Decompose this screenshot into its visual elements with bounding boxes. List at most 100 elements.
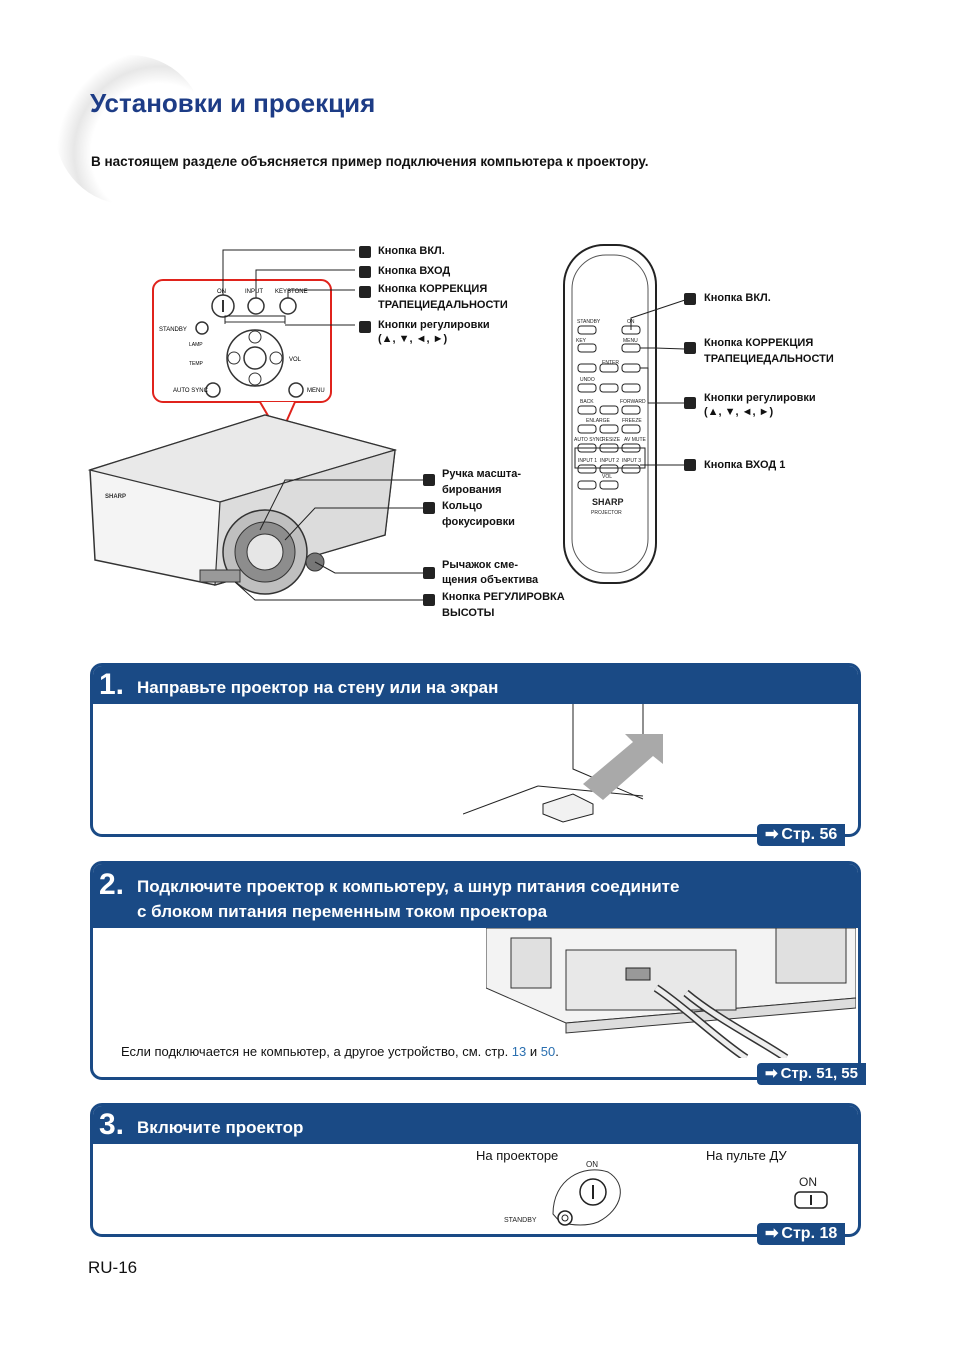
step-2-ref[interactable]: ➡Стр. 51, 55: [757, 1063, 866, 1085]
remote-label-keystone-2: ТРАПЕЦИЕДАЛЬНОСТИ: [704, 353, 834, 365]
remote-standby: STANDBY: [577, 319, 601, 325]
remote-menu: MENU: [623, 338, 638, 344]
label-on: Кнопка ВКЛ.: [378, 245, 445, 257]
label-adjust-2: (▲, ▼, ◄, ►): [378, 333, 448, 345]
remote-on-text: ON: [799, 1176, 817, 1189]
remote-bullet-on: [684, 293, 696, 305]
panel-menu-label: MENU: [307, 388, 325, 394]
label-keystone-2: ТРАПЕЦИЕДАЛЬНОСТИ: [378, 299, 508, 311]
remote-bullet-keystone: [684, 342, 696, 354]
step-3-ref-text: Стр. 18: [781, 1225, 838, 1242]
remote-brand: SHARP: [592, 497, 624, 507]
step-1-ref[interactable]: ➡Стр. 56: [757, 824, 846, 846]
step-3-section: 3. Включите проектор На проекторе На пул…: [90, 1103, 861, 1237]
intro-text: В настоящем разделе объясняется пример п…: [91, 154, 649, 169]
remote-resize: RESIZE: [602, 437, 621, 443]
remote-avmute: AV MUTE: [624, 437, 647, 443]
bullet-shift: [423, 567, 435, 579]
label-adjust-1: Кнопки регулировки: [378, 319, 490, 331]
step-2-note: Если подключается не компьютер, а другое…: [121, 1044, 559, 1059]
projector-power-buttons: ON STANDBY: [504, 1160, 621, 1226]
arrow-right-icon: ➡: [765, 1225, 779, 1242]
connection-illustration: [486, 928, 856, 1058]
label-shift-1: Рычажок сме-: [442, 559, 519, 571]
remote-label-adjust-2: (▲, ▼, ◄, ►): [704, 406, 774, 418]
step-3-header: 3. Включите проектор: [93, 1106, 858, 1144]
remote-input2: INPUT 2: [600, 458, 619, 464]
projector-illustration: ON INPUT KEYSTONE STANDBY LAMP TEMP VOL …: [87, 249, 425, 601]
step-1-ref-text: Стр. 56: [781, 826, 838, 843]
on-text: ON: [586, 1160, 598, 1169]
remote-vol: VOL: [602, 474, 612, 480]
note-prefix: Если подключается не компьютер, а другое…: [121, 1044, 512, 1059]
svg-text:SHARP: SHARP: [105, 494, 126, 500]
step-2-header: 2. Подключите проектор к компьютеру, а ш…: [93, 864, 858, 928]
step-2-section: 2. Подключите проектор к компьютеру, а ш…: [90, 861, 861, 1080]
remote-bullet-adjust: [684, 397, 696, 409]
on-projector-label: На проекторе: [476, 1148, 559, 1163]
note-link-13[interactable]: 13: [511, 1044, 527, 1059]
remote-freeze: FREEZE: [622, 418, 642, 424]
step-3-number: 3.: [99, 1108, 125, 1141]
panel-temp-label: TEMP: [189, 361, 204, 367]
remote-label-input1: Кнопка ВХОД 1: [704, 459, 786, 471]
step-1-section: 1. Направьте проектор на стену или на эк…: [90, 663, 861, 837]
step-2-title-line2: с блоком питания переменным током проект…: [137, 902, 548, 921]
note-mid: и: [526, 1044, 541, 1059]
step-1-number: 1.: [99, 668, 125, 701]
step-2-title-line1: Подключите проектор к компьютеру, а шнур…: [137, 877, 680, 896]
remote-model: PROJECTOR: [591, 510, 622, 516]
label-height-2: ВЫСОТЫ: [442, 607, 495, 619]
step-2-number: 2.: [99, 868, 125, 901]
bullet-input: [359, 266, 371, 278]
label-input: Кнопка ВХОД: [378, 265, 451, 277]
arrow-right-icon: ➡: [765, 1065, 778, 1082]
remote-undo: UNDO: [580, 377, 595, 383]
arrow-right-icon: ➡: [765, 826, 779, 843]
bullet-on: [359, 246, 371, 258]
panel-autosync-label: AUTO SYNC: [173, 388, 209, 394]
bullet-keystone: [359, 286, 371, 298]
panel-input-label: INPUT: [245, 289, 263, 295]
label-focus-1: Кольцо: [442, 500, 483, 512]
remote-bullet-input1: [684, 459, 696, 471]
label-zoom-2: бирования: [442, 484, 502, 496]
page-number: RU-16: [88, 1258, 138, 1277]
wall-screen-illustration: [463, 704, 663, 823]
remote-on-button: ON: [794, 1176, 828, 1209]
page-title: Установки и проекция: [90, 88, 376, 118]
step-1-title: Направьте проектор на стену или на экран: [137, 678, 499, 697]
remote-input3: INPUT 3: [622, 458, 641, 464]
remote-key: KEY: [576, 338, 587, 344]
title-decoration: [55, 55, 205, 205]
remote-forward: FORWARD: [620, 399, 646, 405]
step-3-title: Включите проектор: [137, 1118, 304, 1137]
bullet-adjust: [359, 321, 371, 333]
remote-label-on: Кнопка ВКЛ.: [704, 292, 771, 304]
standby-text: STANDBY: [504, 1217, 537, 1224]
bullet-zoom: [423, 474, 435, 486]
step-2-ref-text: Стр. 51, 55: [780, 1065, 858, 1082]
remote-back: BACK: [580, 399, 594, 405]
remote-enlarge: ENLARGE: [586, 418, 611, 424]
panel-on-label: ON: [217, 289, 226, 295]
label-keystone-1: Кнопка КОРРЕКЦИЯ: [378, 283, 488, 295]
note-suffix: .: [555, 1044, 559, 1059]
step-3-ref[interactable]: ➡Стр. 18: [757, 1223, 846, 1245]
note-link-50[interactable]: 50: [540, 1044, 556, 1059]
remote-autosync: AUTO SYNC: [574, 437, 603, 443]
label-focus-2: фокусировки: [442, 516, 515, 528]
label-shift-2: щения объектива: [442, 574, 539, 586]
label-height-1: Кнопка РЕГУЛИРОВКА: [442, 591, 565, 603]
bullet-focus: [423, 502, 435, 514]
panel-vol-label: VOL: [289, 357, 302, 363]
panel-lamp-label: LAMP: [189, 342, 203, 348]
label-zoom-1: Ручка масшта-: [442, 468, 522, 480]
remote-label-adjust-1: Кнопки регулировки: [704, 392, 816, 404]
remote-label-keystone-1: Кнопка КОРРЕКЦИЯ: [704, 337, 814, 349]
on-remote-label: На пульте ДУ: [706, 1148, 787, 1163]
step-1-header: 1. Направьте проектор на стену или на эк…: [93, 666, 858, 704]
remote-illustration: STANDBY ON KEY MENU ENTER UNDO BACK FORW…: [563, 244, 686, 584]
panel-keystone-label: KEYSTONE: [275, 289, 308, 295]
bullet-height: [423, 594, 435, 606]
